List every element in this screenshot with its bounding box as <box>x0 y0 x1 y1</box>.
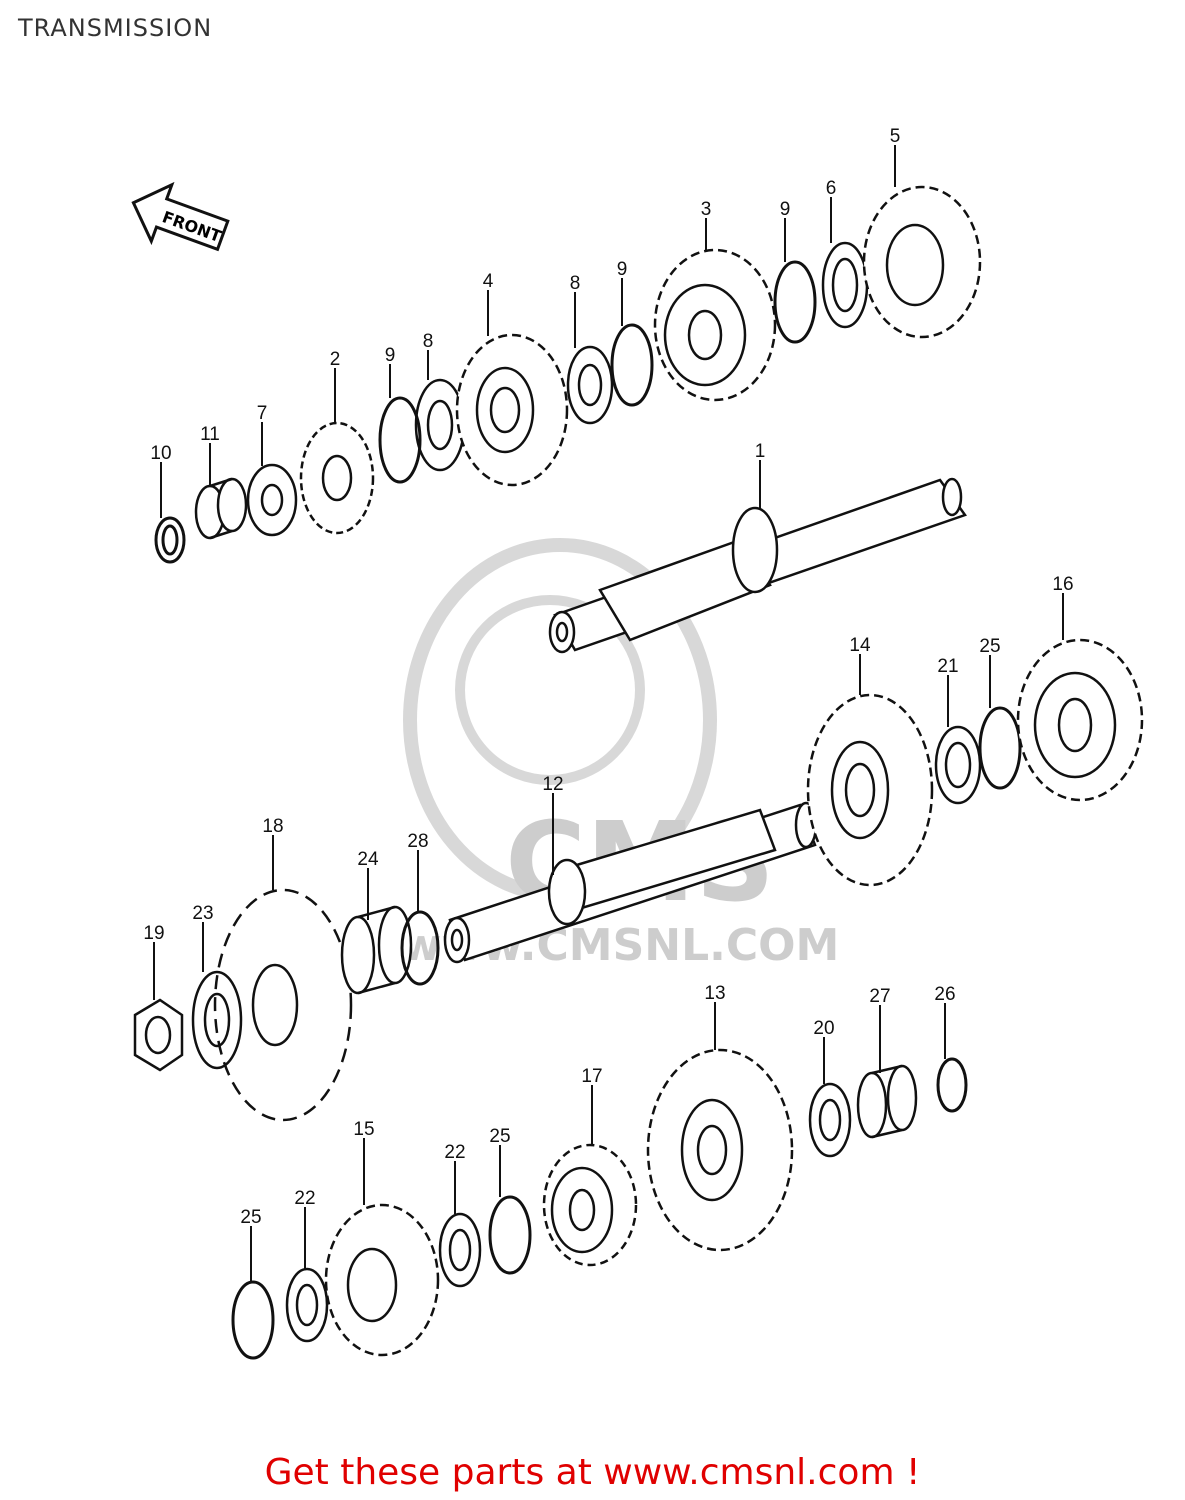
circlip-9-a <box>378 396 422 484</box>
part-label-20: 20 <box>813 1018 834 1039</box>
part-labels: 10 11 7 2 9 8 4 8 9 3 9 6 5 1 16 14 21 2… <box>143 126 1073 1228</box>
part-label-5: 5 <box>890 126 901 147</box>
part-label-9-b: 9 <box>617 259 628 280</box>
front-arrow-icon: FRONT <box>131 181 230 252</box>
part-label-23: 23 <box>192 903 213 924</box>
main-shaft-1 <box>548 477 967 654</box>
lockwasher-23 <box>191 970 243 1070</box>
circlip-25-c <box>231 1280 275 1360</box>
gear-4 <box>455 333 569 487</box>
part-label-2: 2 <box>330 349 341 370</box>
washer-6 <box>821 241 869 329</box>
part-label-14: 14 <box>849 635 871 656</box>
part-label-3: 3 <box>701 199 712 220</box>
gear-15 <box>324 1203 440 1357</box>
leader-lines <box>153 145 1064 1282</box>
washer-21 <box>934 725 982 805</box>
needle-bearing-27 <box>856 1064 918 1139</box>
circlip-10 <box>154 516 186 564</box>
gear-16 <box>1016 638 1144 802</box>
gear-2 <box>299 421 375 535</box>
washer-22-b <box>285 1267 329 1343</box>
gear-17 <box>542 1143 638 1267</box>
washer-22-a <box>438 1212 482 1288</box>
part-label-25-b: 25 <box>489 1126 510 1147</box>
gear-3 <box>653 248 777 402</box>
part-label-28: 28 <box>407 831 428 852</box>
part-label-1: 1 <box>755 441 766 462</box>
part-label-7: 7 <box>257 403 268 424</box>
part-label-22-a: 22 <box>444 1142 465 1163</box>
sprocket-18 <box>213 888 353 1122</box>
part-label-8-b: 8 <box>570 273 581 294</box>
circlip-25-a <box>978 706 1022 790</box>
gear-13 <box>646 1048 794 1252</box>
part-label-8-a: 8 <box>423 331 434 352</box>
part-label-4: 4 <box>483 271 494 292</box>
page-title: TRANSMISSION <box>18 14 213 42</box>
part-label-13: 13 <box>704 983 725 1004</box>
washer-8-b <box>566 345 614 425</box>
washer-7 <box>246 463 298 537</box>
part-label-12: 12 <box>542 774 563 795</box>
o-ring-28 <box>400 910 440 986</box>
part-label-6: 6 <box>826 178 837 199</box>
needle-bearing-11 <box>194 477 248 540</box>
part-label-11: 11 <box>200 424 220 445</box>
circlip-26 <box>936 1057 968 1113</box>
part-label-17: 17 <box>581 1066 602 1087</box>
circlip-9-b <box>610 323 654 407</box>
part-label-15: 15 <box>353 1119 374 1140</box>
part-label-25-a: 25 <box>979 636 1000 657</box>
washer-8-a <box>414 378 466 472</box>
part-label-25-c: 25 <box>240 1207 261 1228</box>
part-label-16: 16 <box>1052 574 1073 595</box>
gear-14 <box>806 693 934 887</box>
part-label-27: 27 <box>869 986 890 1007</box>
circlip-9-c <box>773 260 817 344</box>
part-label-10: 10 <box>150 443 171 464</box>
washer-20 <box>808 1082 852 1158</box>
nut-19 <box>133 998 184 1072</box>
part-label-18: 18 <box>262 816 283 837</box>
cmsnl-parts-link[interactable]: Get these parts at www.cmsnl.com ! <box>264 1452 921 1493</box>
part-label-9-c: 9 <box>780 199 791 220</box>
part-label-9-a: 9 <box>385 345 396 366</box>
part-label-21: 21 <box>937 656 958 677</box>
part-label-24: 24 <box>357 849 379 870</box>
part-label-19: 19 <box>143 923 164 944</box>
part-label-22-b: 22 <box>294 1188 315 1209</box>
circlip-25-b <box>488 1195 532 1275</box>
part-label-26: 26 <box>934 984 955 1005</box>
gear-5 <box>862 185 982 339</box>
